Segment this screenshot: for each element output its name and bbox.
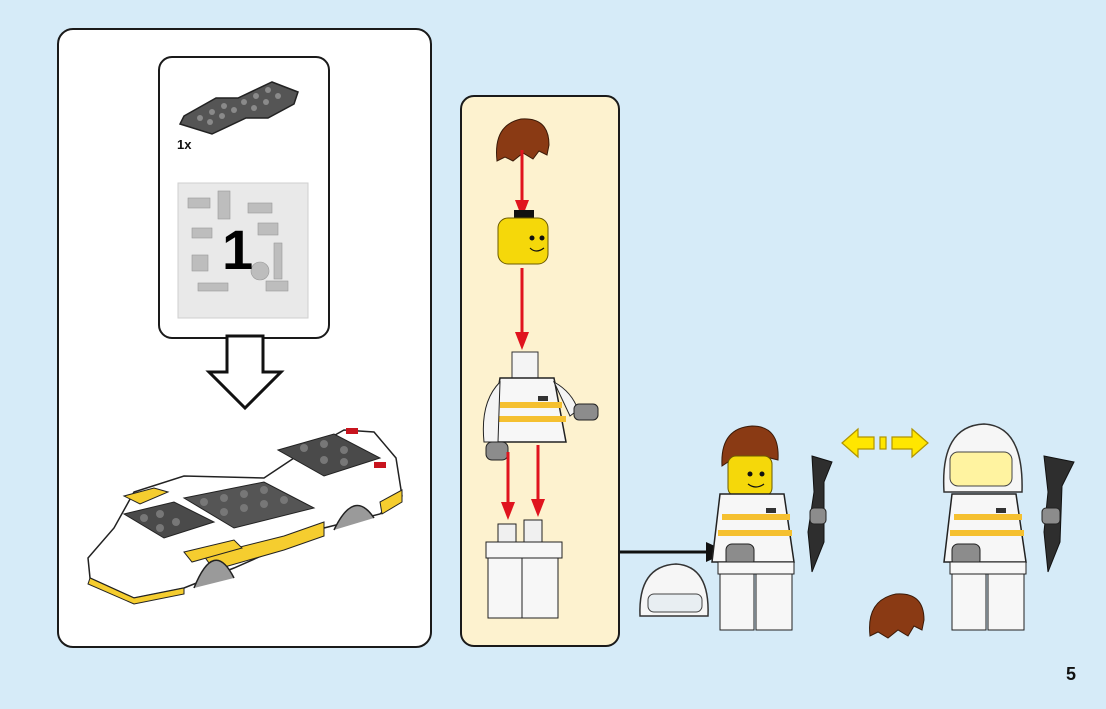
- hair-piece: [496, 118, 550, 162]
- race-car-chassis-model: [87, 428, 403, 605]
- helmet-piece: [639, 563, 709, 617]
- assembly-arrow: [501, 452, 515, 520]
- assembly-arrow: [531, 445, 545, 517]
- hair-piece-loose: [869, 593, 925, 639]
- bag-icon: [177, 182, 309, 319]
- down-arrow-icon: [205, 334, 285, 411]
- bag-number: 1: [222, 218, 254, 281]
- assembly-arrow: [515, 150, 529, 218]
- minifig-torso: [482, 351, 599, 461]
- swap-arrow-icon: [841, 427, 929, 459]
- minifig-head: [497, 210, 549, 265]
- minifig-legs: [485, 519, 563, 619]
- minifig-with-helmet: [942, 423, 1075, 631]
- minifig-with-hair: [711, 425, 833, 631]
- page-number: 5: [1066, 664, 1077, 684]
- chassis-plate-part: [178, 81, 299, 135]
- assembly-arrow: [515, 268, 529, 350]
- quantity-label: 1x: [177, 137, 192, 152]
